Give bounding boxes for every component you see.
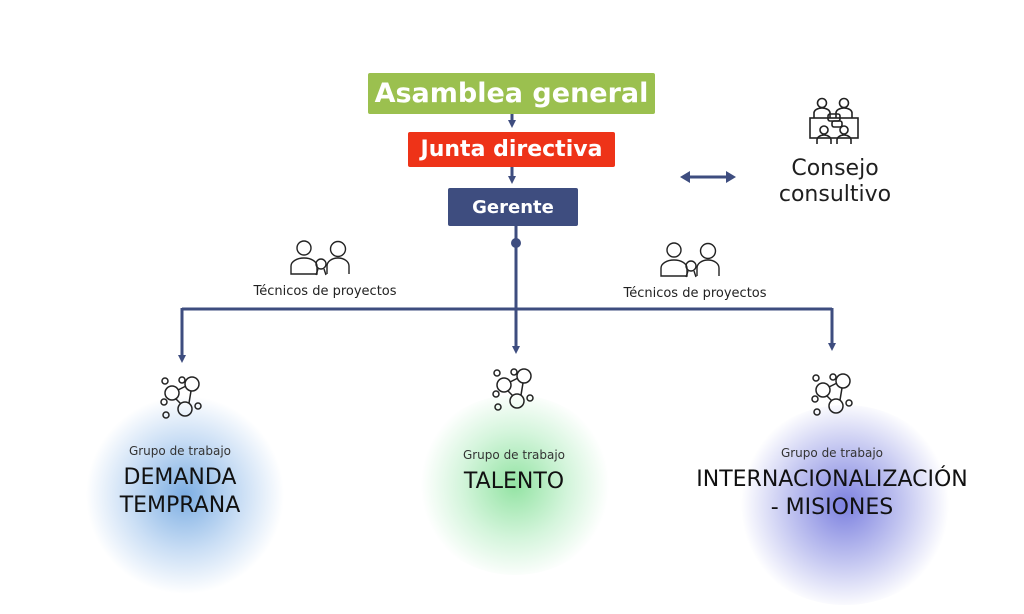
grupo-demanda: Grupo de trabajo DEMANDA TEMPRANA [80,444,280,520]
consejo-line1: Consejo [791,156,879,181]
grupo-talento: Grupo de trabajo TALENTO [414,448,614,496]
asamblea-label: Asamblea general [374,78,649,109]
junta-directiva-box: Junta directiva [408,132,615,167]
grupo-title-line2: TEMPRANA [119,493,241,518]
network-people-icon [492,368,534,411]
junta-label: Junta directiva [420,137,603,162]
consejo-consultivo-label: Consejo consultivo [760,156,910,208]
talento-glow [415,395,615,575]
grupo-title-line1: TALENTO [463,469,565,494]
asamblea-general-box: Asamblea general [368,73,655,114]
tecnicos-label-right: Técnicos de proyectos [623,286,767,301]
grupo-title-line2: - MISIONES [770,495,894,520]
grupo-title-line1: INTERNACIONALIZACIÓN [696,467,968,492]
team-award-icon [660,242,720,278]
demanda-glow [85,395,285,595]
grupo-subtitle: Grupo de trabajo [462,448,566,462]
gerente-label: Gerente [472,196,554,218]
internacionalizacion-glow [735,405,955,605]
team-award-icon [290,240,350,276]
tecnicos-label-left: Técnicos de proyectos [253,284,397,299]
consejo-line2: consultivo [778,182,892,207]
trunk-dot [511,238,521,248]
grupo-subtitle: Grupo de trabajo [780,446,884,460]
double-arrow-right-head [726,171,736,183]
grupo-title-line1: DEMANDA [123,465,237,490]
grupo-internacionalizacion: Grupo de trabajo INTERNACIONALIZACIÓN - … [662,446,1002,522]
gerente-box: Gerente [448,188,578,226]
network-people-icon [811,373,853,416]
network-people-icon [160,376,202,419]
double-arrow-left-head [680,171,690,183]
grupo-subtitle: Grupo de trabajo [128,444,232,458]
meeting-icon [809,97,859,144]
